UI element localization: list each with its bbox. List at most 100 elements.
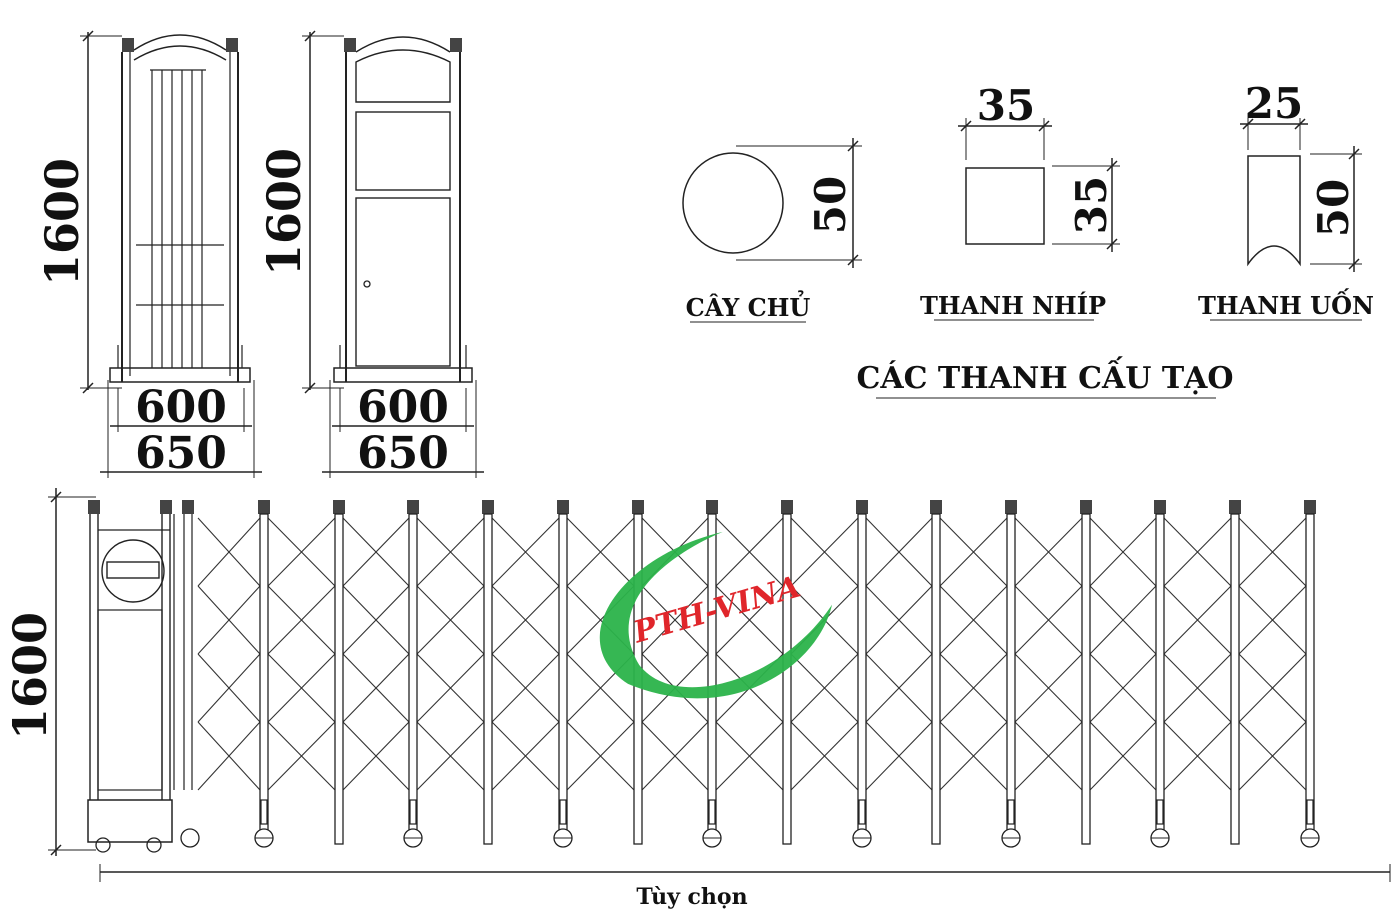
bar-round-section: 50 CÂY CHỦ [682,138,862,323]
lattice-post [408,513,418,845]
lattice-strut [1163,517,1232,587]
bar-square-width-dim: 35 [977,81,1035,130]
lattice-strut [566,517,635,587]
bar-square-label: THANH NHÍP [920,291,1106,320]
lattice-post [1081,513,1091,845]
lattice-post-cap [1005,500,1017,514]
lattice-wheel-stem [559,799,567,825]
lattice-strut [790,653,859,723]
lattice-strut [416,721,485,791]
lattice-post-cap [482,500,494,514]
gate-length-label: Tùy chọn [636,884,747,910]
lattice-post [259,513,269,845]
lattice-strut [715,585,784,655]
lattice-wheel-stem [708,799,716,825]
bar-curved-height-dim: 50 [1309,179,1358,237]
lattice-strut [342,585,410,655]
lattice-strut [342,653,410,723]
lattice-post-cap [930,500,942,514]
lattice-strut [939,653,1008,723]
lattice-post-cap [706,500,718,514]
lattice-post [857,513,867,845]
lattice-strut [1238,585,1307,655]
lattice-strut [1163,653,1232,723]
lattice-strut [416,585,485,655]
lattice-post-cap [1080,500,1092,514]
lattice-strut [1238,517,1307,587]
lattice-strut [1014,585,1083,655]
lattice-strut [1163,585,1232,655]
bar-curved-label: THANH UỐN [1198,288,1374,320]
lattice-strut [1014,517,1083,587]
bar-curved-section: 25 50 THANH UỐN [1198,79,1374,321]
lattice-strut [491,653,560,723]
lattice-strut [1089,517,1157,587]
lattice-strut [566,721,635,791]
post-front-inner-width-dim: 600 [135,382,227,433]
lattice-strut [267,585,336,655]
post-side-view: 1600 600 650 [257,30,484,479]
lattice-post-cap [1154,500,1166,514]
lattice-strut [197,517,261,587]
lattice-post-cap [632,500,644,514]
lattice-strut [1238,721,1307,791]
bar-square-section: 35 35 THANH NHÍP [920,81,1120,321]
post-side-outer-width-dim: 650 [357,428,449,479]
lattice-post-cap [1304,500,1316,514]
lattice-post [1006,513,1016,845]
bar-square-height-dim: 35 [1067,176,1116,234]
lattice-strut [1163,721,1232,791]
lattice-post-cap [557,500,569,514]
lattice-post-cap [781,500,793,514]
lattice-post [558,513,568,845]
gate-control-cabinet [87,500,194,853]
lattice-post [334,513,344,845]
post-front-view: 1600 600 650 [35,30,262,479]
lattice-strut [939,517,1008,587]
post-front-height-dim: 1600 [35,158,89,286]
bar-curved-width-dim: 25 [1245,79,1303,128]
lattice-strut [267,517,336,587]
lattice-wheel [180,828,200,848]
lattice-strut [865,517,933,587]
lattice-strut [865,653,933,723]
bar-round-diameter-dim: 50 [806,176,855,234]
lattice-strut [197,653,261,723]
lattice-strut [939,721,1008,791]
lattice-wheel-stem [409,799,417,825]
lattice-wheel-stem [858,799,866,825]
gate-height-dim: 1600 [3,612,57,740]
lattice-strut [1089,653,1157,723]
lattice-strut [641,585,709,655]
lattice-strut [1089,721,1157,791]
section-title: CÁC THANH CẤU TẠO [856,356,1233,396]
lattice-strut [197,721,261,791]
lattice-post-cap [407,500,419,514]
lattice-strut [939,585,1008,655]
post-side-inner-width-dim: 600 [357,382,449,433]
lattice-post [483,513,493,845]
lattice-strut [790,721,859,791]
lattice-post [1230,513,1240,845]
lattice-wheel-stem [1007,799,1015,825]
lattice-strut [491,585,560,655]
lattice-strut [267,721,336,791]
lattice-strut [715,517,784,587]
lattice-post-cap [856,500,868,514]
lattice-strut [197,585,261,655]
lattice-post [931,513,941,845]
lattice-strut [1014,653,1083,723]
post-front-outer-width-dim: 650 [135,428,227,479]
lattice-strut [342,517,410,587]
lattice-post-cap [333,500,345,514]
lattice-strut [342,721,410,791]
lattice-post [782,513,792,845]
lattice-strut [865,585,933,655]
post-side-height-dim: 1600 [257,148,311,276]
lattice-strut [790,517,859,587]
lattice-strut [715,721,784,791]
lattice-post [1155,513,1165,845]
lattice-strut [1238,653,1307,723]
lattice-strut [1089,585,1157,655]
lattice-wheel-stem [1306,799,1314,825]
